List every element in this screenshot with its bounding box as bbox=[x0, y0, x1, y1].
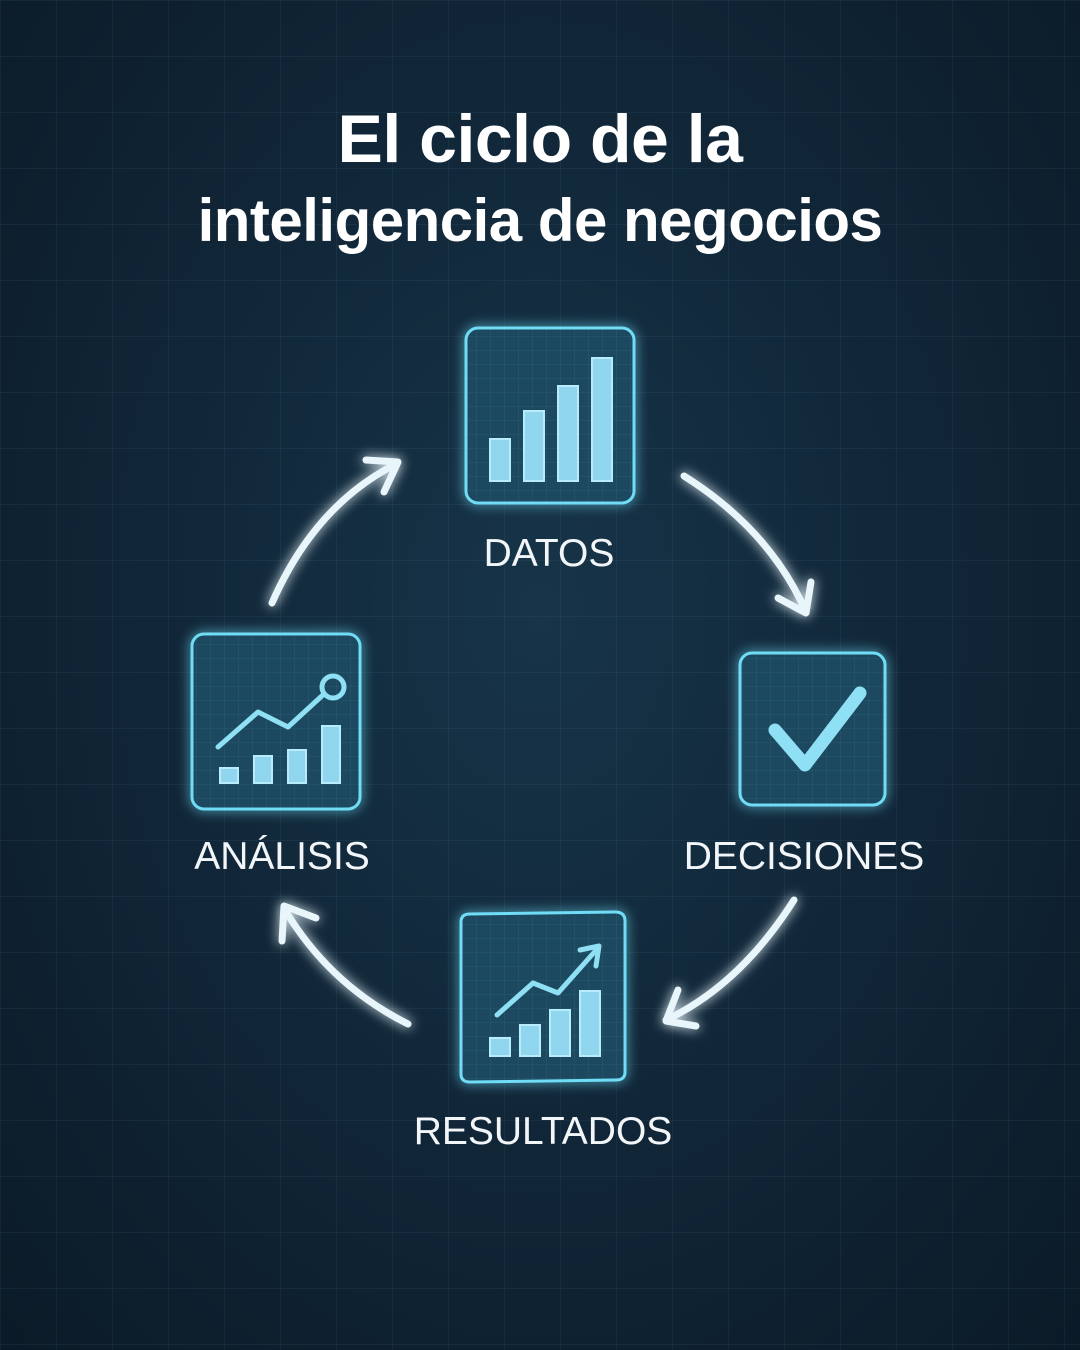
step-label-resultados: RESULTADOS bbox=[413, 1110, 673, 1153]
resultados-box bbox=[459, 910, 627, 1084]
decisiones-box bbox=[738, 651, 887, 807]
title-line-1: El ciclo de la bbox=[337, 101, 743, 177]
datos-box bbox=[464, 326, 636, 505]
step-label-decisiones: DECISIONES bbox=[683, 835, 925, 878]
arrow-decisiones-to-resultados bbox=[662, 896, 798, 1030]
arrow-analisis-to-datos bbox=[268, 456, 402, 607]
checkmark-icon bbox=[768, 686, 867, 772]
analisis-box bbox=[190, 632, 362, 811]
step-label-analisis: ANÁLISIS bbox=[194, 835, 370, 878]
arrow-datos-to-decisiones bbox=[680, 472, 815, 617]
growth-chart-icon bbox=[489, 943, 602, 1057]
title-line-2: inteligencia de negocios bbox=[197, 187, 883, 254]
step-label-datos: DATOS bbox=[483, 532, 615, 575]
arrow-resultados-to-analisis bbox=[278, 902, 412, 1028]
trend-analysis-icon bbox=[215, 673, 347, 784]
bar-chart-icon bbox=[489, 357, 613, 482]
